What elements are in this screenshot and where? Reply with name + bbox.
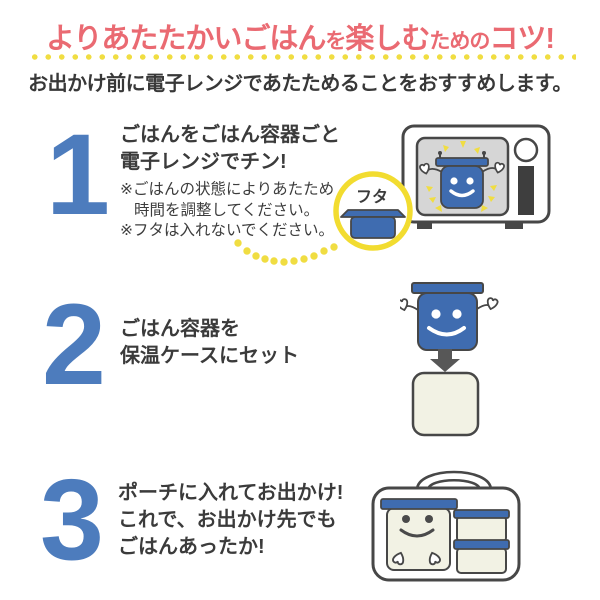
step3-heading-line1: ポーチに入れてお出かけ! — [118, 482, 344, 504]
step3-text: ポーチに入れてお出かけ! これで、お出かけ先でも ごはんあったか! — [118, 480, 343, 561]
side-container-bottom — [453, 539, 510, 574]
arrow-down-icon — [430, 349, 460, 372]
sparkle-icon — [435, 205, 442, 212]
container-body — [440, 165, 484, 209]
lid-label: フタ — [356, 188, 388, 206]
dotted-arc-decoration — [234, 239, 338, 266]
lid-callout-circle: フタ — [333, 171, 413, 251]
sparkle-icon — [460, 141, 466, 148]
step3-heading-line3: ごはんあったか! — [118, 536, 265, 558]
container-lid — [453, 539, 510, 550]
microwave-icon — [401, 124, 551, 229]
title-segment: コツ! — [489, 23, 555, 55]
container-lid — [411, 282, 484, 294]
page-subtitle: お出かけ前に電子レンジであたためることをおすすめします。 — [28, 73, 572, 95]
container-into-case-icon — [400, 282, 499, 437]
lid-icon — [350, 216, 396, 239]
container-lid — [380, 498, 458, 510]
pouch-icon — [371, 470, 521, 582]
step2-heading-line2: 保温ケースにセット — [120, 345, 299, 367]
step1-note-line2: 時間を調整してください。 — [134, 201, 320, 219]
sparkle-icon — [488, 196, 495, 202]
sparkle-icon — [474, 147, 480, 154]
container-lid — [453, 509, 510, 519]
title-segment: よりあたたかいごはん — [45, 23, 326, 55]
container-body — [417, 292, 478, 351]
microwave-foot-left — [417, 221, 432, 229]
step1-notes: ※ごはんの状態によりあたため 時間を調整してください。 ※フタは入れないでくださ… — [120, 180, 340, 242]
sparkle-icon — [426, 186, 433, 192]
sparkle-icon — [490, 185, 497, 191]
step3-number: 3 — [40, 456, 104, 584]
sparkle-icon — [429, 197, 436, 203]
heart-icon — [428, 551, 441, 566]
step2-number: 2 — [42, 281, 106, 409]
page-title: よりあたたかいごはんを楽しむためのコツ! — [0, 15, 600, 57]
insulated-case-icon — [411, 371, 480, 437]
step1-note-line1: ※ごはんの状態によりあたため — [120, 181, 335, 198]
title-segment: 楽しむ — [345, 23, 430, 55]
yellow-dotted-divider — [28, 53, 576, 61]
rice-container-character-icon — [400, 282, 499, 351]
step2-heading-line1: ごはん容器を — [120, 318, 240, 340]
step1-text: ごはんをごはん容器ごと 電子レンジでチン! ※ごはんの状態によりあたため 時間を… — [120, 122, 340, 242]
microwave-handle-bar — [518, 166, 534, 215]
sparkle-icon — [481, 205, 488, 212]
heart-icon — [400, 298, 409, 312]
title-segment: を — [325, 30, 346, 53]
title-segment: ための — [429, 30, 490, 53]
side-container-top — [453, 509, 510, 542]
container-lid — [435, 157, 489, 167]
microwave-dial-icon — [513, 137, 539, 163]
step1-heading-line2: 電子レンジでチン! — [120, 151, 287, 173]
step2-text: ごはん容器を 保温ケースにセット — [120, 316, 299, 370]
step3-heading-line2: これで、お出かけ先でも — [118, 509, 337, 531]
heart-icon — [419, 162, 430, 175]
step1-heading-line1: ごはんをごはん容器ごと — [120, 124, 340, 146]
rice-container-character-icon — [419, 151, 505, 209]
lid-top — [340, 209, 406, 218]
sparkle-icons — [426, 141, 497, 212]
microwave-foot-right — [505, 221, 523, 229]
heart-icon — [486, 297, 499, 311]
rice-container-character-icon — [380, 498, 458, 571]
sparkle-icon — [443, 145, 449, 152]
heart-icon — [392, 551, 405, 566]
step1-note-line3: ※フタは入れないでください。 — [120, 222, 335, 239]
heart-icon — [494, 161, 505, 174]
step1-number: 1 — [46, 111, 110, 239]
